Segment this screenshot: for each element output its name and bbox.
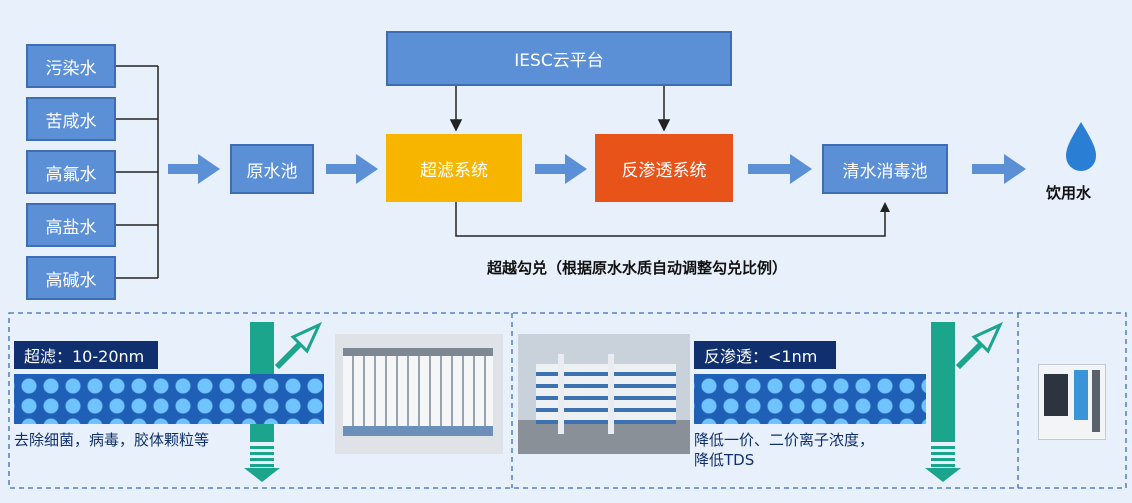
source-brackish-water: 苦咸水 xyxy=(26,97,116,141)
uf-equipment-image xyxy=(335,334,503,454)
uf-panel-label: 超滤：10-20nm xyxy=(14,341,158,369)
clean-pool-label: 清水消毒池 xyxy=(842,161,928,182)
uf-label: 超滤系统 xyxy=(420,160,488,181)
ro-membrane-graphic xyxy=(694,374,926,424)
raw-water-pool: 原水池 xyxy=(230,144,314,194)
ro-desc-line2: 降低TDS xyxy=(694,451,755,469)
iesc-cloud-platform: IESC云平台 xyxy=(386,31,732,86)
flow-arrow xyxy=(535,154,587,184)
ro-pass-arrow xyxy=(925,322,961,482)
source-label: 高盐水 xyxy=(45,217,97,238)
flow-arrow xyxy=(168,154,220,184)
raw-pool-label: 原水池 xyxy=(246,161,298,182)
drinking-water-label: 饮用水 xyxy=(1046,184,1092,202)
device-image xyxy=(1034,360,1108,442)
uf-reject-arrow xyxy=(274,321,323,370)
source-high-alkali-water: 高碱水 xyxy=(26,256,116,300)
flow-arrow xyxy=(972,154,1026,184)
source-high-salt-water: 高盐水 xyxy=(26,203,116,247)
ro-equipment-image xyxy=(518,334,690,454)
source-label: 高碱水 xyxy=(45,270,97,291)
source-high-fluoride-water: 高氟水 xyxy=(26,150,116,194)
flow-arrow xyxy=(326,154,378,184)
ro-panel-desc: 降低一价、二价离子浓度， 降低TDS xyxy=(694,430,874,470)
reverse-osmosis-system: 反渗透系统 xyxy=(595,134,733,202)
bypass-blend-label: 超越勾兑（根据原水水质自动调整勾兑比例） xyxy=(487,259,788,277)
clean-water-disinfection-pool: 清水消毒池 xyxy=(822,144,948,194)
source-polluted-water: 污染水 xyxy=(26,44,116,88)
ultrafiltration-system: 超滤系统 xyxy=(386,134,522,202)
flow-arrow xyxy=(748,154,812,184)
ro-reject-arrow xyxy=(955,321,1004,370)
source-label: 高氟水 xyxy=(45,164,97,185)
ro-label: 反渗透系统 xyxy=(621,160,707,181)
uf-membrane-graphic xyxy=(14,374,324,424)
ro-panel-label: 反渗透：<1nm xyxy=(694,341,836,369)
source-label: 苦咸水 xyxy=(45,111,97,132)
uf-panel-desc: 去除细菌，病毒，胶体颗粒等 xyxy=(14,431,210,449)
source-label: 污染水 xyxy=(45,58,97,79)
ro-desc-line1: 降低一价、二价离子浓度， xyxy=(694,431,875,449)
platform-label: IESC云平台 xyxy=(514,51,604,71)
water-drop-icon xyxy=(1066,122,1096,171)
